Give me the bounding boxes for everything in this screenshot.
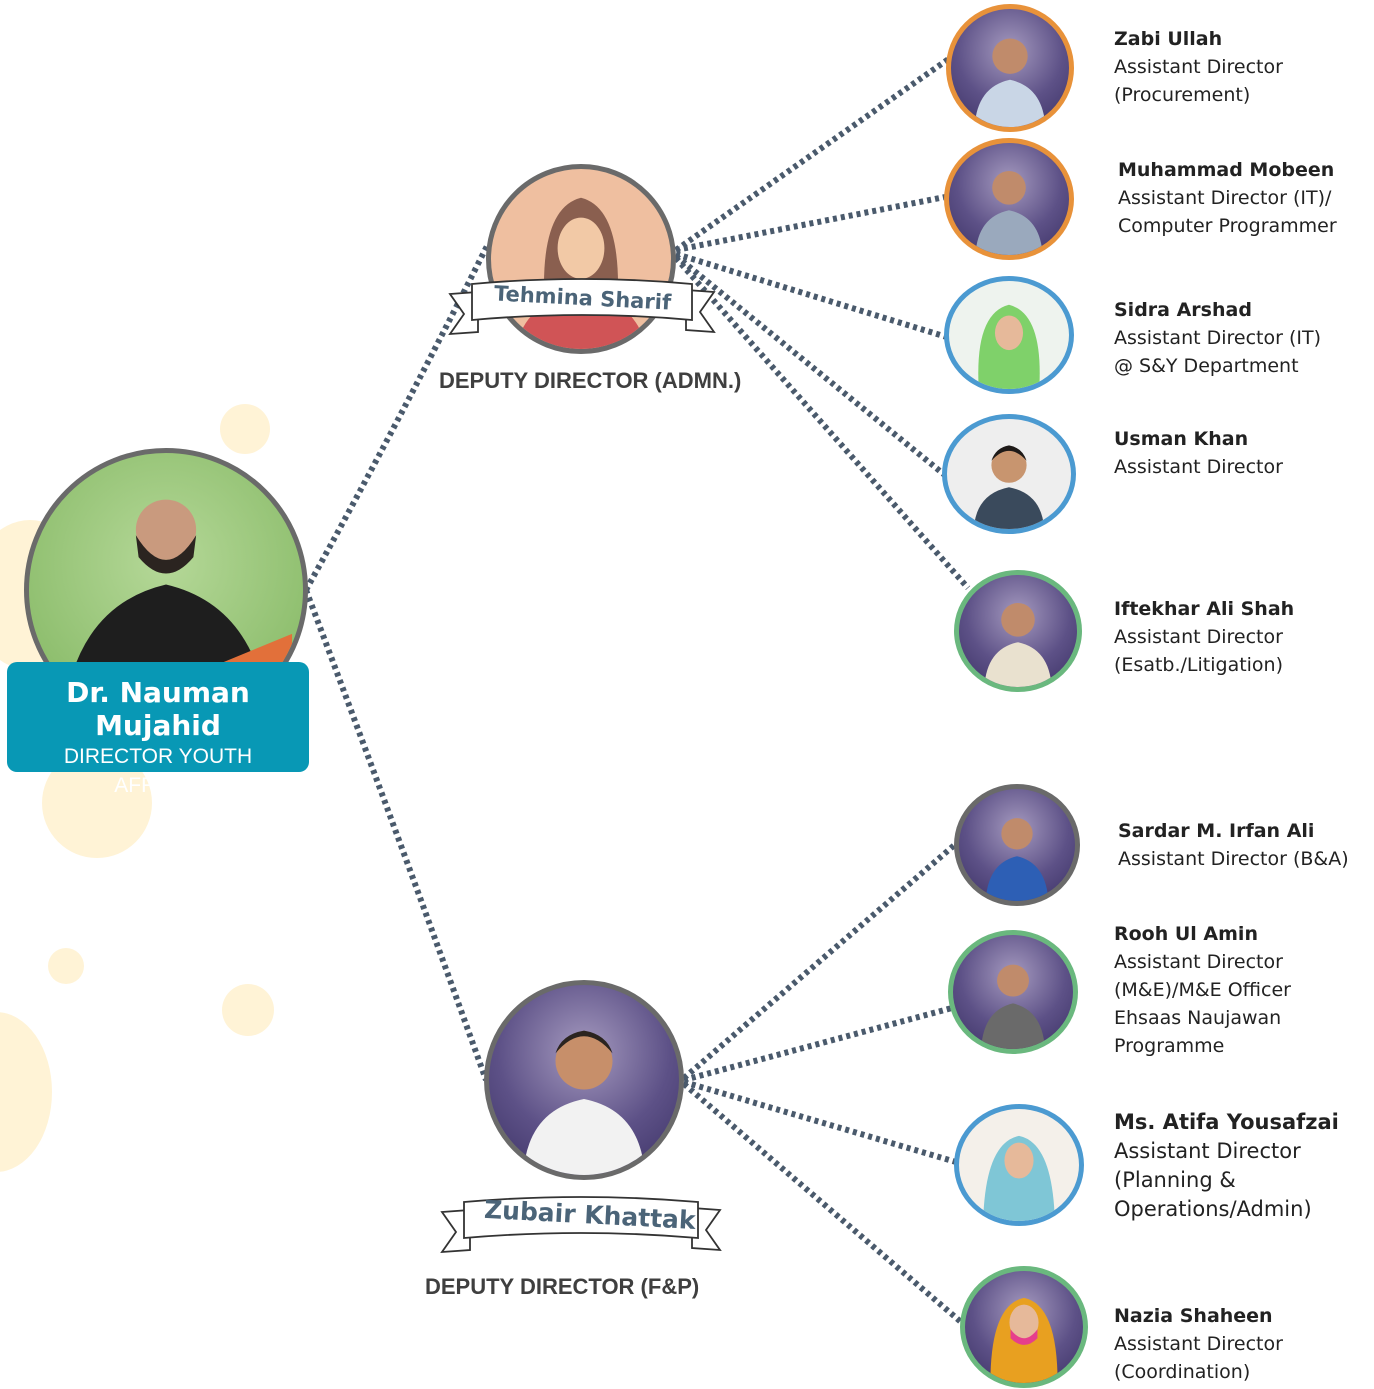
connector-director-tehmina [303, 242, 491, 592]
deputy-title-fp: DEPUTY DIRECTOR (F&P) [425, 1274, 700, 1299]
connector-zubair-rooh [683, 1005, 953, 1083]
staff-role: Assistant Director (Coordination) [1114, 1333, 1283, 1383]
staff-role: Assistant Director (Esatb./Litigation) [1114, 626, 1284, 676]
staff-photo-nazia-shaheen [960, 1266, 1088, 1388]
person-avatar-icon [973, 445, 1045, 529]
staff-card-rooh-ul-amin: Rooh Ul Amin Assistant Director (M&E)/M&… [1114, 920, 1291, 1060]
staff-role: Assistant Director (Planning & Operation… [1114, 1139, 1312, 1221]
person-avatar-icon [985, 818, 1049, 901]
staff-name: Ms. Atifa Yousafzai [1114, 1110, 1339, 1134]
connector-zubair-nazia [682, 1081, 970, 1331]
connector-tehmina-iftekhar [673, 256, 971, 590]
connector-tehmina-usman [674, 253, 948, 479]
connector-director-zubair [303, 588, 489, 1082]
staff-card-sardar-m-irfan-ali: Sardar M. Irfan Ali Assistant Director (… [1118, 817, 1349, 873]
staff-role: Assistant Director [1114, 456, 1283, 478]
director-name: Dr. Nauman Mujahid [66, 676, 250, 742]
staff-name: Iftekhar Ali Shah [1114, 598, 1295, 620]
staff-card-atifa-yousafzai: Ms. Atifa Yousafzai Assistant Director (… [1114, 1108, 1339, 1224]
staff-photo-sardar-m-irfan-ali [954, 784, 1080, 906]
director-card: Dr. Nauman Mujahid DIRECTOR YOUTH AFFAIR… [7, 662, 309, 797]
ribbon-zubair [440, 1196, 722, 1254]
ribbon-tehmina [448, 278, 716, 336]
person-avatar-icon [984, 603, 1052, 687]
staff-card-usman-khan: Usman Khan Assistant Director [1114, 425, 1283, 481]
deputy-photo-zubair [484, 980, 684, 1180]
director-title: DIRECTOR YOUTH AFFAIRS [63, 745, 253, 797]
staff-photo-usman-khan [942, 414, 1076, 534]
decor-bubble [222, 984, 274, 1036]
staff-name: Rooh Ul Amin [1114, 923, 1258, 945]
person-avatar-icon [981, 964, 1045, 1049]
person-avatar-icon [978, 304, 1040, 389]
staff-name: Sardar M. Irfan Ali [1118, 820, 1315, 842]
staff-card-muhammad-mobeen: Muhammad Mobeen Assistant Director (IT)/… [1118, 156, 1337, 240]
decor-bubble [48, 948, 84, 984]
staff-photo-rooh-ul-amin [948, 930, 1078, 1054]
connector-tehmina-mobeen [675, 193, 951, 253]
connector-zubair-irfan [682, 839, 960, 1081]
staff-role: Assistant Director (B&A) [1118, 848, 1349, 870]
staff-name: Sidra Arshad [1114, 299, 1252, 321]
staff-card-nazia-shaheen: Nazia Shaheen Assistant Director (Coordi… [1114, 1302, 1283, 1386]
staff-name: Zabi Ullah [1114, 28, 1223, 50]
staff-card-iftekhar-ali-shah: Iftekhar Ali Shah Assistant Director (Es… [1114, 595, 1294, 679]
staff-card-sidra-arshad: Sidra Arshad Assistant Director (IT) @ S… [1114, 296, 1321, 380]
staff-photo-zabi-ullah [946, 4, 1074, 132]
staff-photo-iftekhar-ali-shah [954, 570, 1082, 692]
person-avatar-icon [983, 1135, 1055, 1221]
connector-zubair-atifa [683, 1079, 957, 1165]
staff-name: Usman Khan [1114, 428, 1249, 450]
staff-name: Muhammad Mobeen [1118, 159, 1335, 181]
staff-role: Assistant Director (Procurement) [1114, 56, 1283, 106]
staff-role: Assistant Director (IT)/ Computer Progra… [1118, 187, 1337, 237]
person-avatar-icon [523, 1030, 645, 1175]
staff-photo-muhammad-mobeen [944, 138, 1074, 260]
staff-role: Assistant Director (M&E)/M&E Officer Ehs… [1114, 951, 1291, 1057]
decor-bubble [220, 404, 270, 454]
staff-role: Assistant Director (IT) @ S&Y Department [1114, 327, 1321, 377]
staff-photo-sidra-arshad [944, 276, 1074, 394]
connector-tehmina-sidra [675, 251, 951, 341]
person-avatar-icon [974, 38, 1046, 127]
staff-card-zabi-ullah: Zabi Ullah Assistant Director (Procureme… [1114, 25, 1283, 109]
person-avatar-icon [990, 1297, 1058, 1383]
staff-name: Nazia Shaheen [1114, 1305, 1273, 1327]
person-avatar-icon [975, 171, 1043, 255]
deputy-title-admn: DEPUTY DIRECTOR (ADMN.) [439, 368, 742, 393]
staff-photo-atifa-yousafzai [954, 1104, 1084, 1226]
